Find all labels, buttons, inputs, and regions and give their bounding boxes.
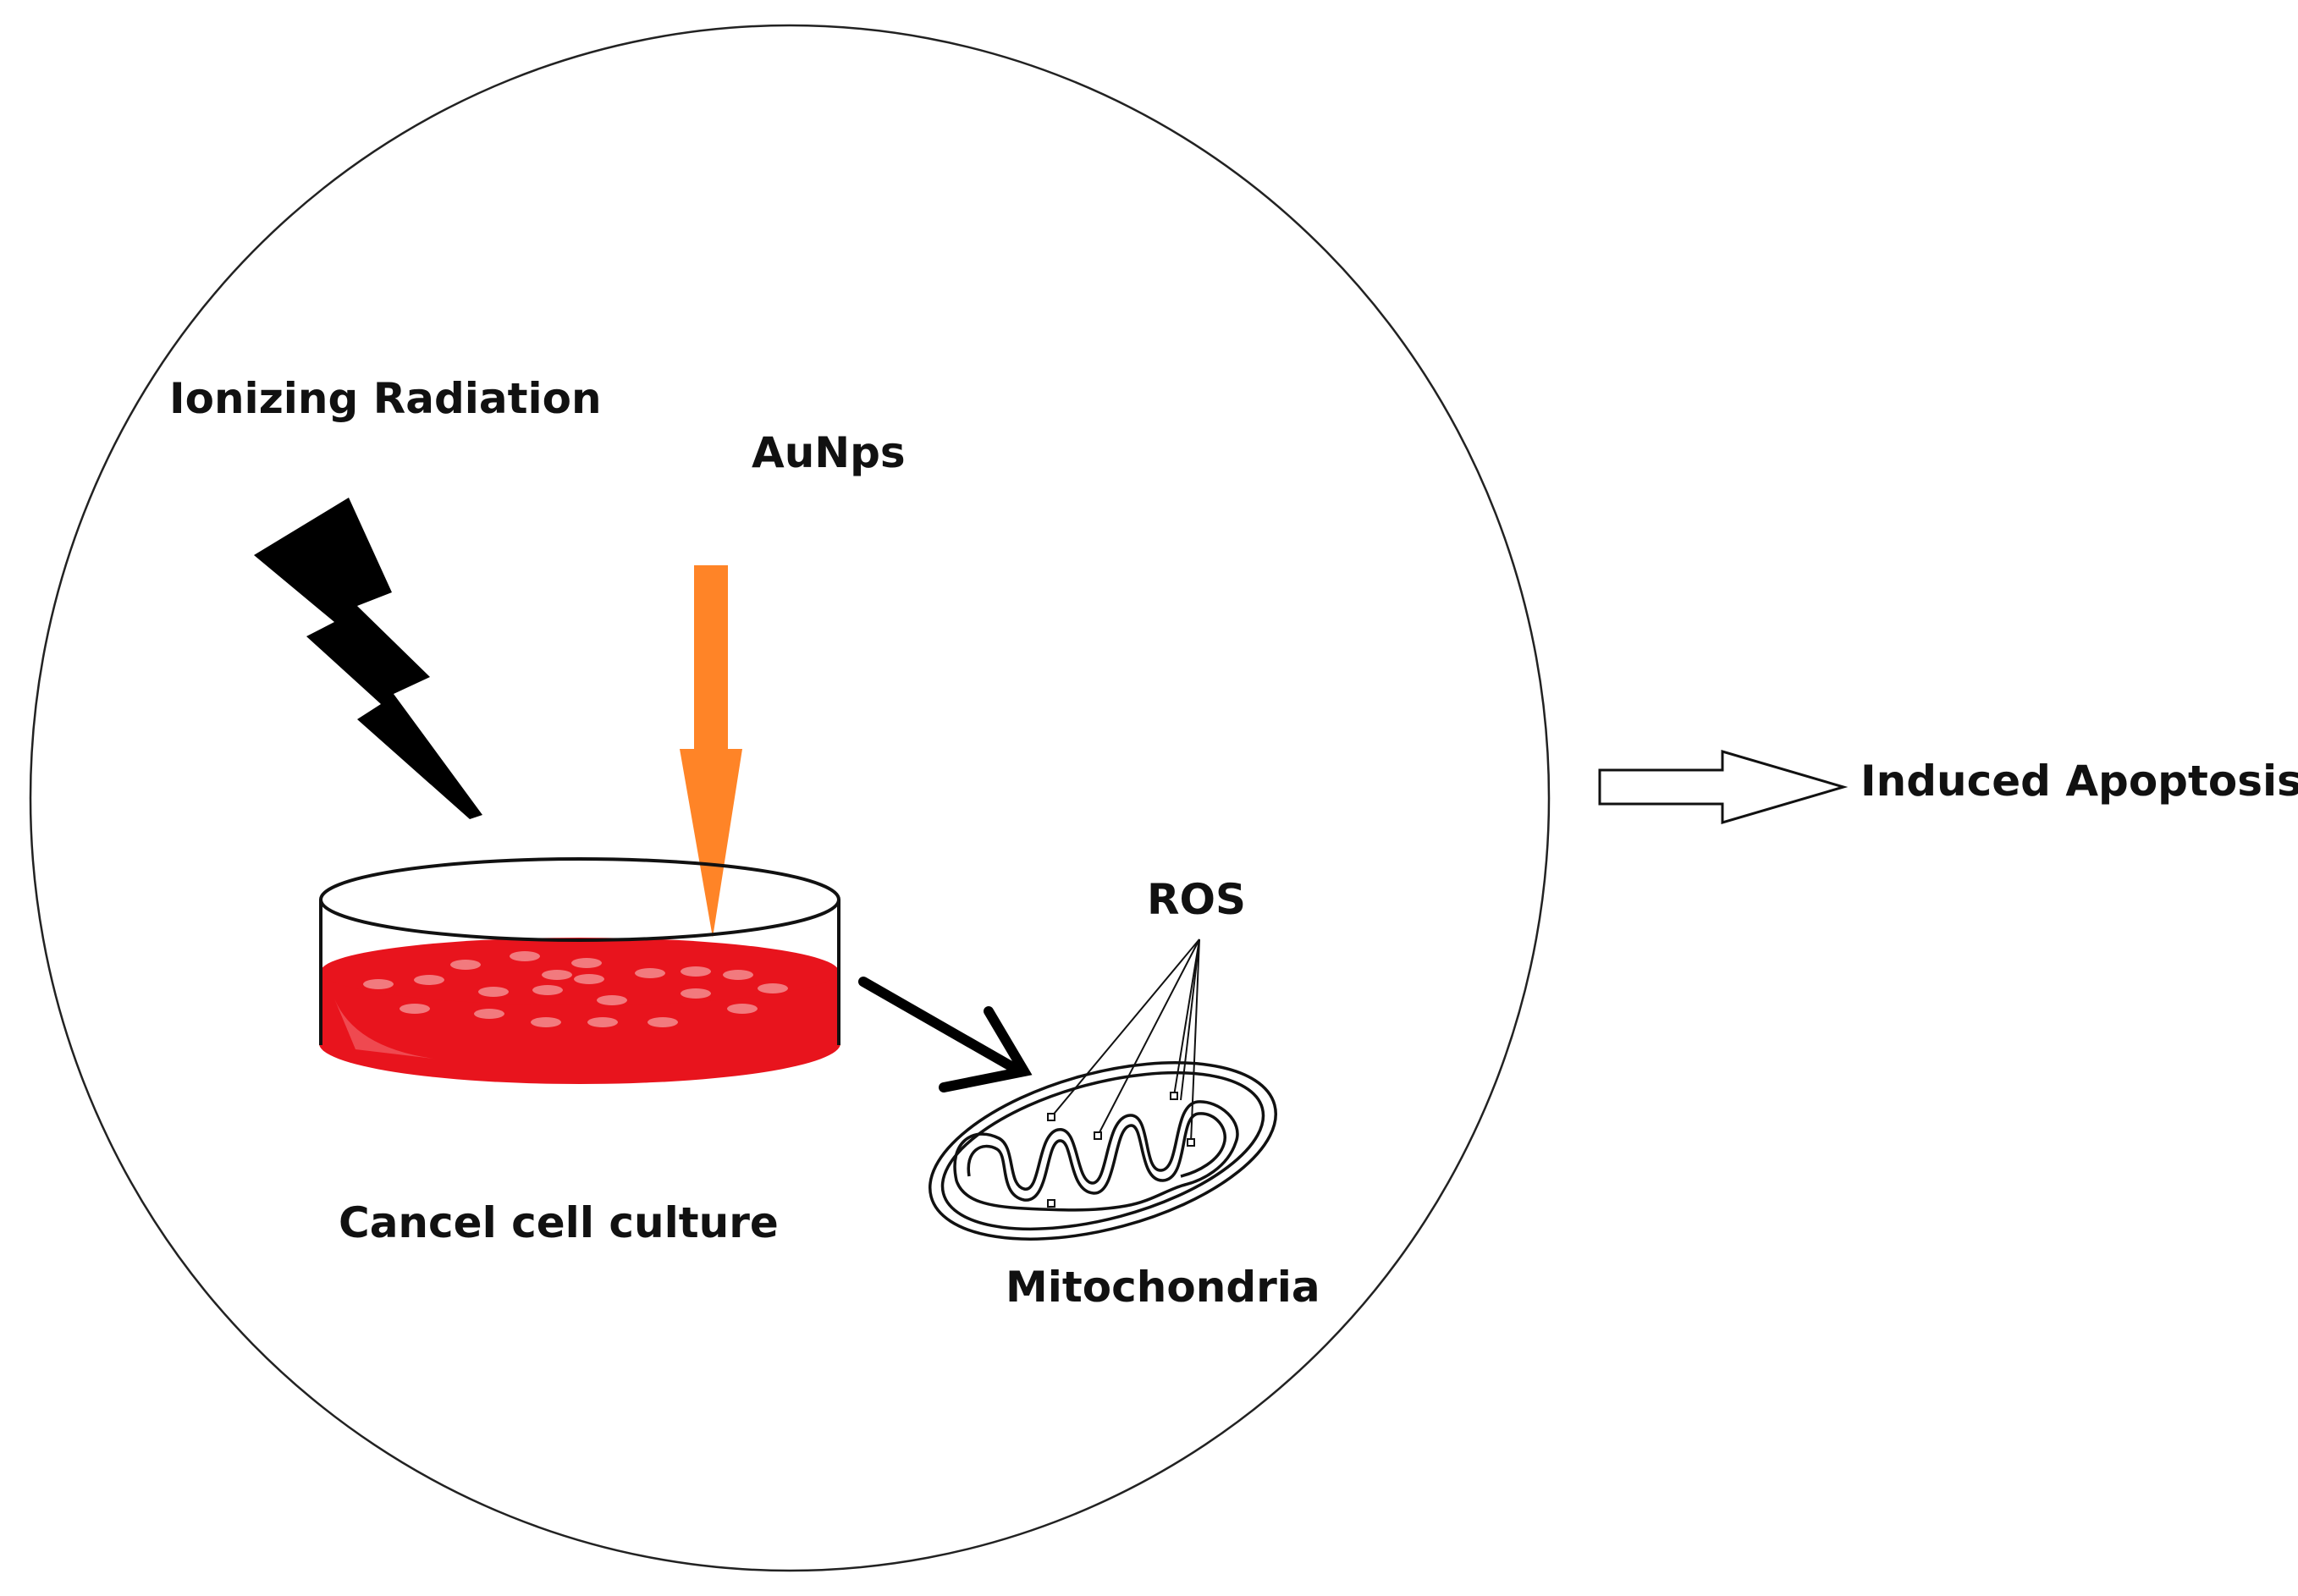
cancer-cells [363,951,788,1027]
lightning-bolt-icon [254,498,482,819]
ros-particles [1047,1092,1195,1208]
dish-to-mitochondria-arrow [858,977,1033,1092]
aunps-arrow [680,565,742,938]
ros-pointer-lines [1050,938,1200,1143]
outcome-arrow [1598,749,1849,825]
petri-dish [319,857,840,1084]
mitochondria-icon [929,1061,1277,1241]
mitochondria-label: Mitochondria [1006,1263,1320,1312]
ros-label: ROS [1147,875,1246,924]
aunps-label: AuNps [752,428,906,477]
induced-apoptosis-label: Induced Apoptosis [1860,757,2298,806]
cell-culture-label: Cancel cell culture [339,1198,779,1247]
ionizing-radiation-label: Ionizing Radiation [169,374,602,423]
cell-boundary-circle [29,24,1551,1572]
